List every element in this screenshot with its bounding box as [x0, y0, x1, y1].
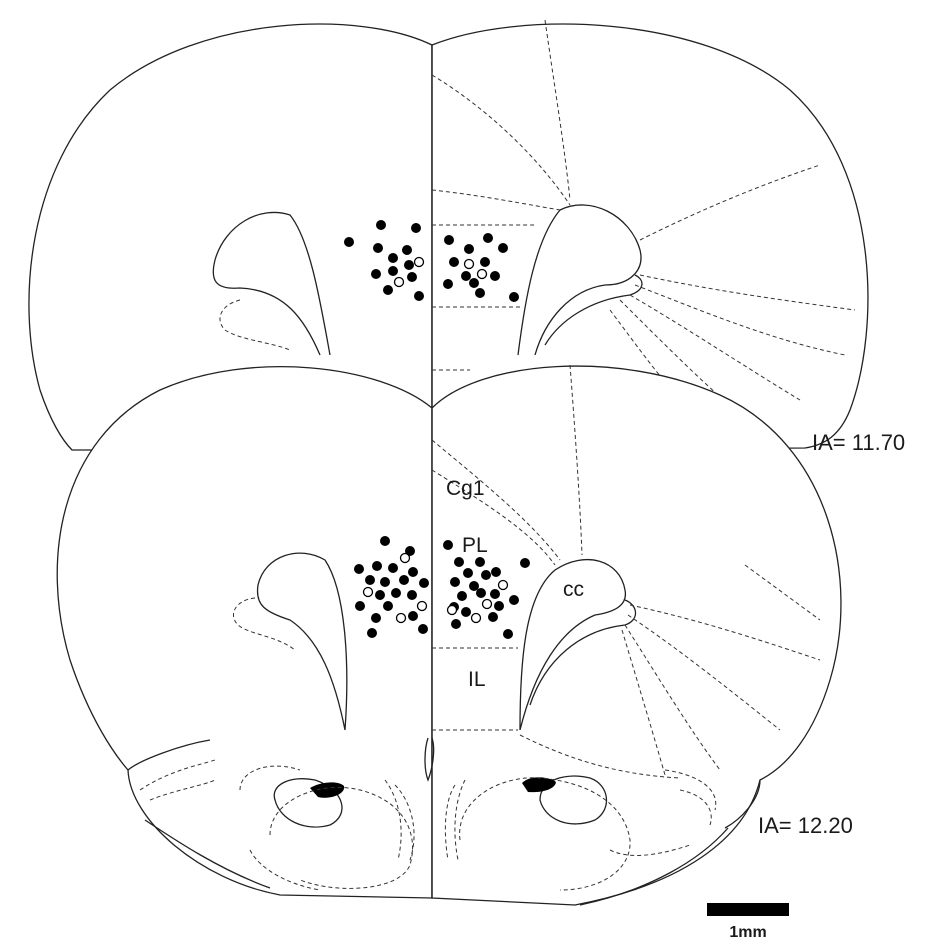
- open-marker: [415, 258, 424, 267]
- region-label-cc: cc: [563, 578, 584, 601]
- open-marker: [472, 614, 481, 623]
- filled-marker: [475, 557, 485, 567]
- section-label-ia-12-20: IA= 12.20: [758, 813, 853, 838]
- filled-marker: [376, 220, 386, 230]
- filled-marker: [367, 628, 377, 638]
- filled-marker: [476, 588, 486, 598]
- filled-marker: [451, 619, 461, 629]
- scale-bar-line: [707, 903, 789, 916]
- region-label-cg1: Cg1: [446, 477, 485, 500]
- filled-marker: [407, 272, 417, 282]
- open-marker: [364, 588, 373, 597]
- filled-marker: [407, 590, 417, 600]
- filled-marker: [365, 575, 375, 585]
- open-marker: [465, 260, 474, 269]
- filled-marker: [444, 235, 454, 245]
- open-marker: [418, 602, 427, 611]
- filled-marker: [380, 536, 390, 546]
- filled-marker: [372, 561, 382, 571]
- filled-marker: [411, 223, 421, 233]
- scale-bar: 1mm: [707, 903, 789, 941]
- filled-marker: [443, 279, 453, 289]
- filled-marker: [520, 558, 530, 568]
- filled-marker: [383, 285, 393, 295]
- filled-marker: [373, 243, 383, 253]
- filled-marker: [498, 243, 508, 253]
- section-label-ia-11-70: IA= 11.70: [812, 430, 905, 455]
- filled-marker: [354, 564, 364, 574]
- filled-marker: [408, 611, 418, 621]
- filled-marker: [503, 629, 513, 639]
- filled-marker: [469, 278, 479, 288]
- filled-marker: [408, 567, 418, 577]
- region-label-il: IL: [468, 668, 486, 691]
- filled-marker: [463, 568, 473, 578]
- filled-marker: [391, 588, 401, 598]
- filled-marker: [355, 601, 365, 611]
- filled-marker: [383, 601, 393, 611]
- filled-marker: [461, 607, 471, 617]
- filled-marker: [404, 260, 414, 270]
- filled-marker: [388, 563, 398, 573]
- filled-marker: [490, 271, 500, 281]
- filled-marker: [388, 266, 398, 276]
- filled-marker: [371, 269, 381, 279]
- filled-marker: [399, 575, 409, 585]
- filled-marker: [494, 601, 504, 611]
- open-marker: [397, 614, 406, 623]
- filled-marker: [344, 237, 354, 247]
- filled-marker: [509, 292, 519, 302]
- filled-marker: [488, 612, 498, 622]
- filled-marker: [483, 233, 493, 243]
- scale-bar-label: 1mm: [729, 924, 766, 941]
- filled-marker: [388, 253, 398, 263]
- filled-marker: [481, 570, 491, 580]
- open-marker: [483, 600, 492, 609]
- filled-marker: [464, 244, 474, 254]
- open-marker: [478, 270, 487, 279]
- filled-marker: [449, 257, 459, 267]
- filled-marker: [371, 613, 381, 623]
- filled-marker: [475, 288, 485, 298]
- filled-marker: [419, 578, 429, 588]
- filled-marker: [375, 590, 385, 600]
- filled-marker: [443, 540, 453, 550]
- region-label-pl: PL: [462, 534, 488, 557]
- open-marker: [401, 554, 410, 563]
- filled-marker: [402, 245, 412, 255]
- filled-marker: [380, 577, 390, 587]
- filled-marker: [457, 591, 467, 601]
- filled-marker: [414, 291, 424, 301]
- open-marker: [448, 606, 457, 615]
- open-marker: [499, 581, 508, 590]
- filled-marker: [490, 589, 500, 599]
- filled-marker: [480, 257, 490, 267]
- filled-marker: [418, 624, 428, 634]
- open-marker: [395, 278, 404, 287]
- filled-marker: [461, 271, 471, 281]
- filled-marker: [491, 567, 501, 577]
- filled-marker: [509, 595, 519, 605]
- section-ia-12-20: IA= 12.20: [57, 365, 853, 905]
- filled-marker: [450, 577, 460, 587]
- filled-marker: [454, 557, 464, 567]
